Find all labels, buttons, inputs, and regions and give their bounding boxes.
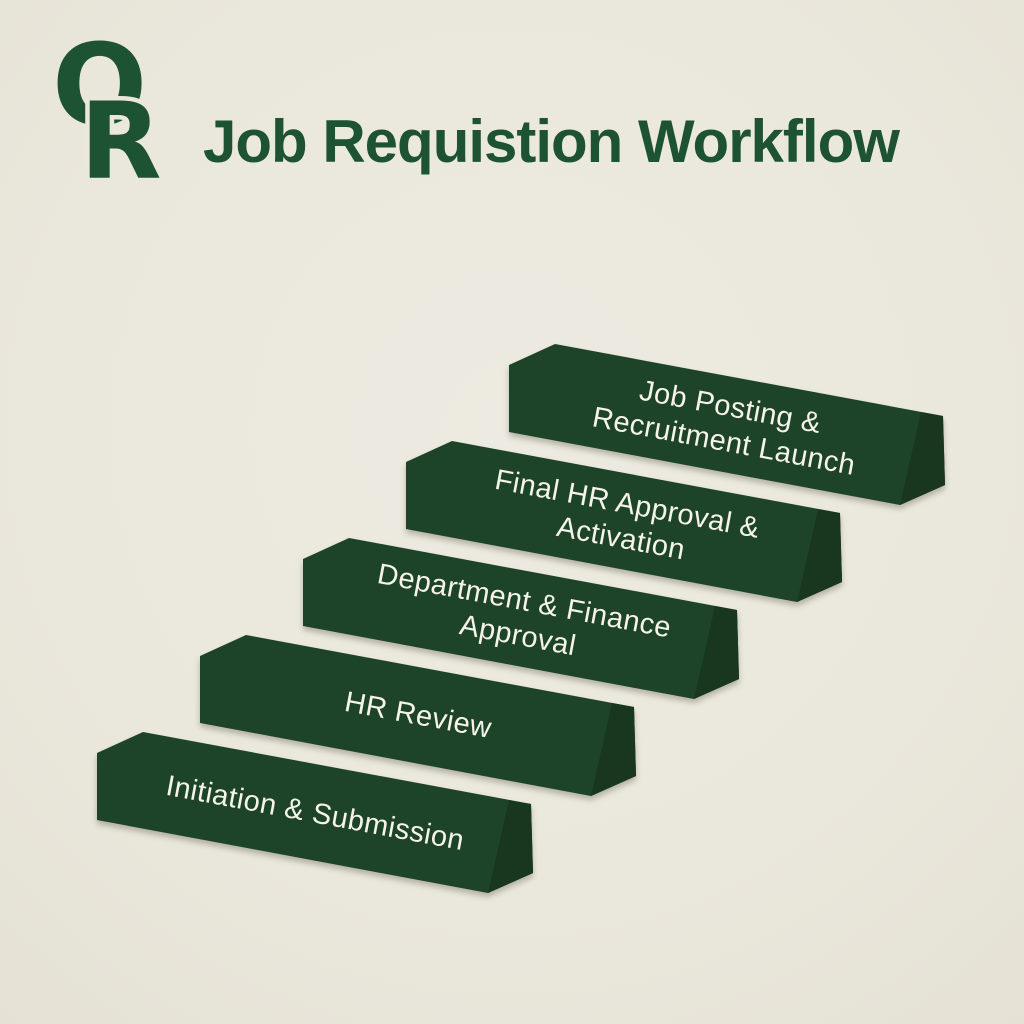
step-shape-final-hr-approval [406,441,842,602]
page-title: Job Requistion Workflow [203,108,900,175]
step-side [900,412,945,505]
step-shape-initiation-submission [97,732,533,893]
step-side [694,606,739,699]
step-face [97,732,533,893]
step-face [303,538,739,699]
step-side [591,703,636,796]
step-side [488,800,533,893]
step-side [797,509,842,602]
step-face [509,344,945,505]
step-shape-job-posting-launch [509,344,945,505]
step-face [406,441,842,602]
logo: O R [52,22,166,208]
logo-letter-r: R [80,80,162,203]
logo-letter-o: O [52,22,147,151]
step-shape-department-finance-approval [303,538,739,699]
step-face [200,635,636,796]
step-shape-hr-review [200,635,636,796]
